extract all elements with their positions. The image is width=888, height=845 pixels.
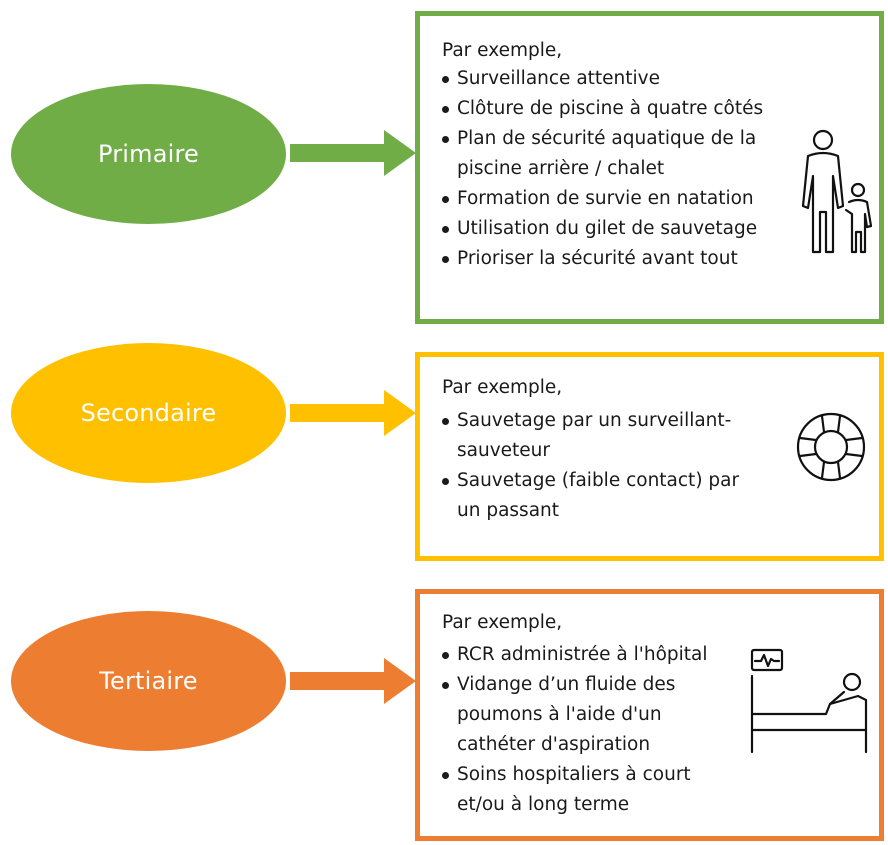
list-item: Formation de survie en natation [442,184,763,214]
list-item: Sauvetage (faible contact) par [442,466,739,496]
list-item: Utilisation du gilet de sauvetage [442,214,763,244]
list-item: et/ou à long terme [457,794,630,815]
secondary-box: Par exemple, Sauvetage par un surveillan… [415,352,884,561]
list-item: poumons à l'aide d'un [457,704,662,725]
primary-intro: Par exemple, [442,40,563,61]
secondary-label: Secondaire [80,399,217,427]
list-item: Plan de sécurité aquatique de la [442,124,763,154]
primary-list: Surveillance attentive Clôture de piscin… [442,64,763,274]
tertiary-label: Tertiaire [99,667,198,695]
list-item: Sauvetage par un surveillant- [442,406,739,436]
tertiary-arrow [290,658,416,704]
list-item: Prioriser la sécurité avant tout [442,244,763,274]
primary-ellipse: Primaire [11,84,286,224]
adult-child-icon [801,129,873,254]
tertiary-list: RCR administrée à l'hôpital Vidange d’un… [442,640,708,820]
list-item: Vidange d’un fluide des [442,670,708,700]
list-item: Surveillance attentive [442,64,763,94]
primary-box: Par exemple, Surveillance attentive Clôt… [415,11,884,324]
hospital-bed-icon [750,648,868,754]
list-item: Soins hospitaliers à court [442,760,708,790]
secondary-arrow [290,390,416,436]
list-item: sauveteur [457,440,550,461]
tertiary-intro: Par exemple, [442,612,563,633]
tertiary-box: Par exemple, RCR administrée à l'hôpital… [415,589,884,841]
lifebuoy-icon [796,412,866,482]
secondary-list: Sauvetage par un surveillant- sauveteur … [442,406,739,526]
primary-arrow [290,130,416,176]
secondary-intro: Par exemple, [442,377,563,398]
list-item: Clôture de piscine à quatre côtés [442,94,763,124]
list-item: RCR administrée à l'hôpital [442,640,708,670]
tertiary-ellipse: Tertiaire [11,611,286,751]
primary-label: Primaire [97,140,200,168]
list-item: piscine arrière / chalet [457,158,665,179]
secondary-ellipse: Secondaire [11,343,286,483]
list-item: cathéter d'aspiration [457,734,651,755]
list-item: un passant [457,500,560,521]
